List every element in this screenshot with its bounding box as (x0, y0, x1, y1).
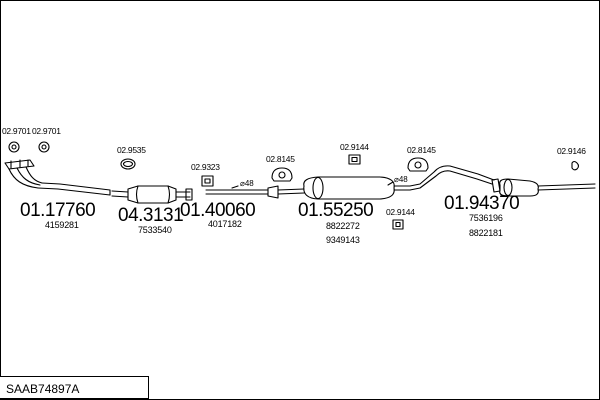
gasket-ref-b: 02.9701 (32, 126, 61, 136)
front-pipe-shape (4, 159, 111, 196)
hanger-icon-a (271, 167, 293, 182)
middle-silencer-oem-2: 9349143 (326, 235, 360, 245)
diameter-pointer-a (231, 185, 239, 189)
middle-pipe-oem: 4017182 (208, 219, 242, 229)
clamp-ref: 02.9323 (191, 162, 220, 172)
hanger-ref-a: 02.8145 (266, 154, 295, 164)
rubber-icon-c (571, 160, 580, 171)
rubber-ref-a: 02.9144 (340, 142, 369, 152)
ring-icon (120, 158, 136, 170)
hanger-ref-b: 02.8145 (407, 145, 436, 155)
rear-silencer-oem-1: 7536196 (469, 213, 503, 223)
rear-silencer-number: 01.94370 (444, 193, 520, 214)
rear-silencer-oem-2: 8822181 (469, 228, 503, 238)
gasket-icon-a (8, 141, 20, 153)
rubber-icon-a (348, 154, 361, 165)
front-pipe-number: 01.17760 (20, 200, 96, 221)
diagram-title: SAAB74897A (6, 382, 80, 396)
title-box: SAAB74897A (0, 376, 149, 399)
front-pipe-oem: 4159281 (45, 220, 79, 230)
catalyst-shape (111, 185, 193, 204)
middle-pipe-number: 01.40060 (180, 200, 256, 221)
hanger-icon-b (407, 157, 429, 172)
diameter-pointer-b (387, 181, 394, 186)
middle-silencer-shape (277, 176, 411, 200)
ring-ref: 02.9535 (117, 145, 146, 155)
rubber-ref-b: 02.9144 (386, 207, 415, 217)
middle-silencer-oem-1: 8822272 (326, 221, 360, 231)
rubber-ref-c: 02.9146 (557, 146, 586, 156)
gasket-icon-b (38, 141, 50, 153)
rear-silencer-shape (409, 165, 596, 197)
middle-pipe-shape (205, 185, 279, 199)
catalyst-number: 04.3131 (118, 205, 184, 226)
middle-silencer-number: 01.55250 (298, 200, 374, 221)
catalyst-oem: 7533540 (138, 225, 172, 235)
gasket-ref-a: 02.9701 (2, 126, 31, 136)
rubber-icon-b (392, 219, 404, 230)
diameter-label-b: ⌀48 (394, 175, 408, 184)
clamp-icon (201, 175, 214, 187)
diameter-label-a: ⌀48 (240, 179, 254, 188)
